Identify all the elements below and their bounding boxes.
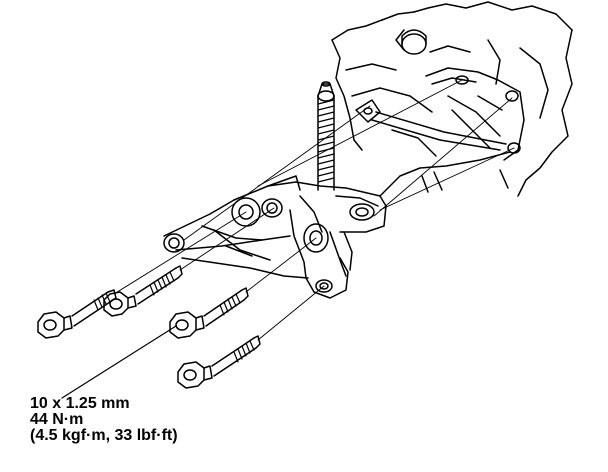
- torque-nm-label: 44 N·m: [30, 411, 84, 428]
- torque-spec: 10 x 1.25 mm 44 N·m (4.5 kgf·m, 33 lbf·f…: [30, 396, 178, 444]
- spec-leader-line: [61, 325, 177, 399]
- mounting-stud: [317, 81, 335, 191]
- bolt-2: [103, 265, 183, 317]
- alignment-lines: [113, 79, 515, 341]
- bolt-4: [177, 335, 261, 389]
- torque-alt-label: (4.5 kgf·m, 33 lbf·ft): [30, 427, 178, 444]
- bolt-1: [37, 289, 117, 339]
- mounting-bracket: [163, 175, 387, 299]
- bolt-3: [169, 287, 249, 339]
- bolt-size-label: 10 x 1.25 mm: [30, 395, 130, 412]
- engine-block: [331, 1, 573, 197]
